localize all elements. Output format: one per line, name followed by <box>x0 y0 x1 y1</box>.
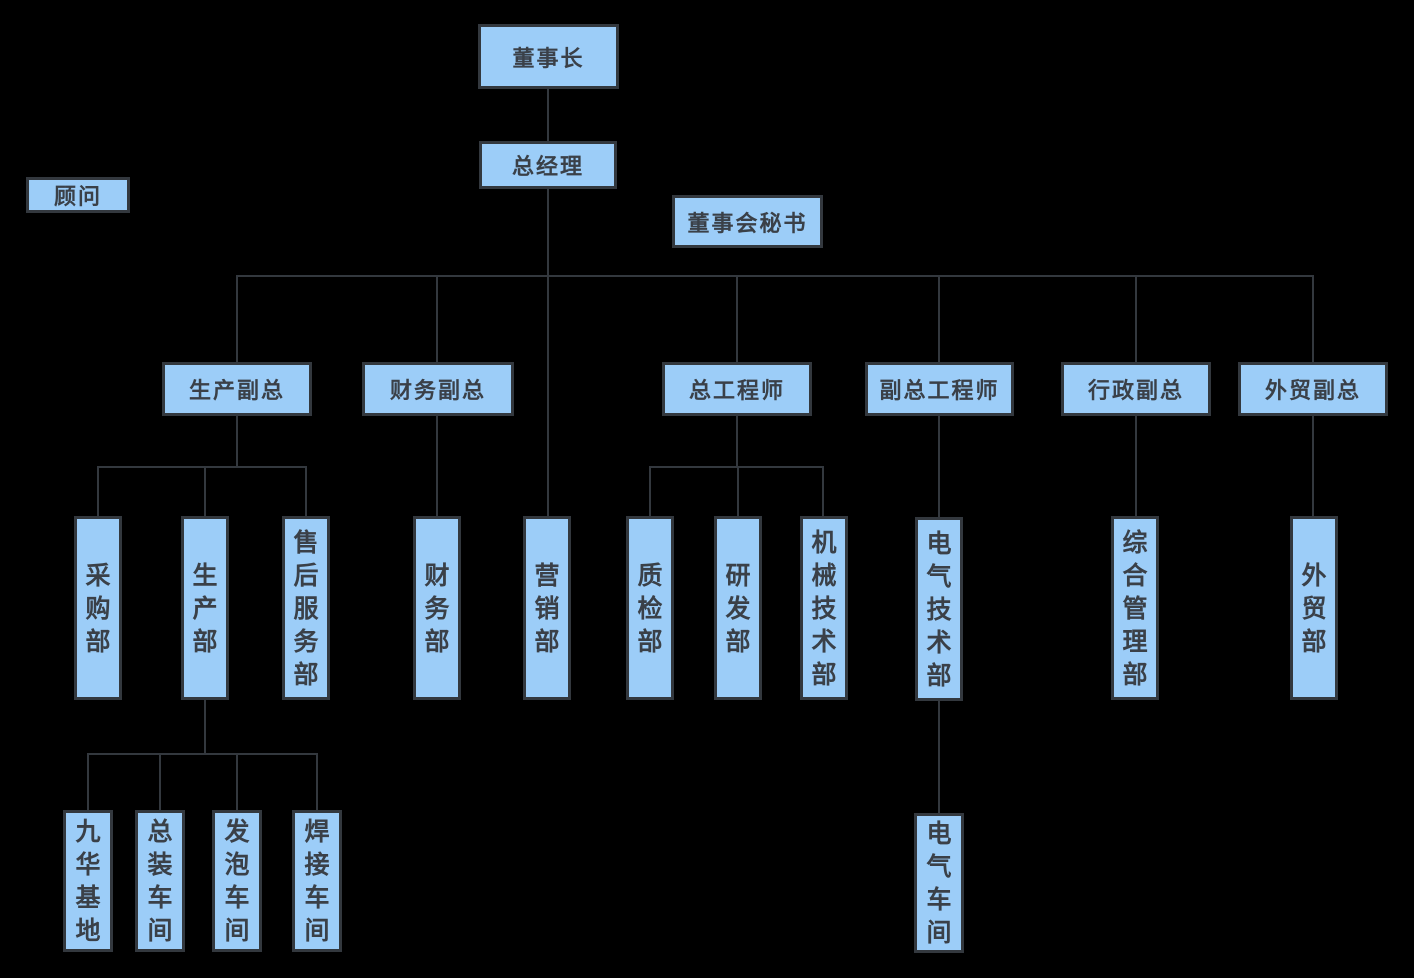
org-node-finance-vp[interactable]: 财务副总 <box>362 362 514 416</box>
org-node-rnd-dept[interactable]: 研发部 <box>714 516 762 700</box>
connector-line <box>236 753 238 810</box>
org-node-foreign-trade-dept-label: 外贸部 <box>1301 560 1327 656</box>
org-node-welding-workshop-label: 焊接车间 <box>304 817 330 945</box>
org-node-mechanical-tech-dept[interactable]: 机械技术部 <box>800 516 848 700</box>
connector-line <box>97 466 99 516</box>
org-node-advisor-label: 顾问 <box>53 185 102 210</box>
org-node-chairman[interactable]: 董事长 <box>478 24 619 89</box>
connector-line <box>97 466 307 468</box>
connector-line <box>938 275 940 362</box>
org-node-chief-engineer-label: 总工程师 <box>688 379 785 404</box>
connector-line <box>1135 416 1137 516</box>
org-node-purchasing-dept-label: 采购部 <box>85 560 111 656</box>
connector-line <box>736 275 738 362</box>
org-node-electrical-workshop-label: 电气车间 <box>926 819 952 947</box>
org-node-electrical-workshop[interactable]: 电气车间 <box>914 813 964 953</box>
org-node-foreign-trade-vp-label: 外贸副总 <box>1264 379 1361 404</box>
org-node-foreign-trade-dept[interactable]: 外贸部 <box>1290 516 1338 700</box>
org-node-quality-dept[interactable]: 质检部 <box>626 516 674 700</box>
org-node-deputy-chief-engineer[interactable]: 副总工程师 <box>865 362 1014 416</box>
connector-line <box>737 466 739 516</box>
org-node-mechanical-tech-dept-label: 机械技术部 <box>811 527 837 689</box>
org-node-chairman-label: 董事长 <box>512 46 585 72</box>
connector-line <box>1312 275 1314 362</box>
org-node-foaming-workshop-label: 发泡车间 <box>224 817 250 945</box>
org-node-general-mgmt-dept[interactable]: 综合管理部 <box>1111 516 1159 700</box>
connector-line <box>822 466 824 516</box>
connector-line <box>547 89 549 141</box>
org-node-foreign-trade-vp[interactable]: 外贸副总 <box>1238 362 1388 416</box>
org-node-assembly-workshop-label: 总装车间 <box>147 817 173 945</box>
connector-line <box>159 753 161 810</box>
org-node-rnd-dept-label: 研发部 <box>725 560 751 656</box>
org-node-after-sales-dept-label: 售后服务部 <box>293 527 319 689</box>
connector-line <box>316 753 318 810</box>
org-node-production-dept[interactable]: 生产部 <box>181 516 229 700</box>
connector-line <box>87 753 317 755</box>
org-node-production-vp-label: 生产副总 <box>188 379 285 404</box>
org-node-finance-dept-label: 财务部 <box>424 560 450 656</box>
org-node-board-secretary-label: 董事会秘书 <box>687 211 808 237</box>
org-node-foaming-workshop[interactable]: 发泡车间 <box>212 810 262 952</box>
connector-line <box>436 275 438 362</box>
org-node-jiuhua-base-label: 九华基地 <box>75 817 101 945</box>
org-node-general-manager[interactable]: 总经理 <box>479 141 617 189</box>
org-node-assembly-workshop[interactable]: 总装车间 <box>135 810 185 952</box>
org-node-production-vp[interactable]: 生产副总 <box>162 362 312 416</box>
org-node-welding-workshop[interactable]: 焊接车间 <box>292 810 342 952</box>
org-node-finance-vp-label: 财务副总 <box>389 379 486 404</box>
org-node-electrical-tech-dept-label: 电气技术部 <box>926 528 952 690</box>
org-node-finance-dept[interactable]: 财务部 <box>413 516 461 700</box>
org-node-general-mgmt-dept-label: 综合管理部 <box>1122 527 1148 689</box>
org-node-marketing-dept[interactable]: 营销部 <box>523 516 571 700</box>
connector-line <box>436 416 438 516</box>
connector-line <box>305 466 307 516</box>
connector-line <box>649 466 651 516</box>
connector-line <box>87 753 89 810</box>
connector-line <box>649 466 824 468</box>
org-node-chief-engineer[interactable]: 总工程师 <box>662 362 812 416</box>
org-node-quality-dept-label: 质检部 <box>637 560 663 656</box>
connector-line <box>236 416 238 468</box>
connector-line <box>736 416 738 468</box>
connector-line <box>204 699 206 755</box>
org-node-advisor[interactable]: 顾问 <box>26 177 130 213</box>
org-node-general-manager-label: 总经理 <box>511 155 584 180</box>
org-node-production-dept-label: 生产部 <box>192 560 218 656</box>
org-node-jiuhua-base[interactable]: 九华基地 <box>63 810 113 952</box>
org-node-deputy-chief-engineer-label: 副总工程师 <box>879 379 1000 404</box>
org-node-admin-vp[interactable]: 行政副总 <box>1061 362 1211 416</box>
org-node-after-sales-dept[interactable]: 售后服务部 <box>282 516 330 700</box>
connector-line <box>938 699 940 813</box>
org-node-admin-vp-label: 行政副总 <box>1087 379 1184 404</box>
org-node-electrical-tech-dept[interactable]: 电气技术部 <box>915 517 963 701</box>
connector-line <box>236 275 238 362</box>
connector-line <box>547 188 549 516</box>
connector-line <box>236 275 1314 277</box>
connector-line <box>204 466 206 516</box>
org-node-purchasing-dept[interactable]: 采购部 <box>74 516 122 700</box>
org-node-marketing-dept-label: 营销部 <box>534 560 560 656</box>
connector-line <box>938 416 940 518</box>
org-node-board-secretary[interactable]: 董事会秘书 <box>672 195 823 248</box>
connector-line <box>1135 275 1137 362</box>
connector-line <box>1312 416 1314 516</box>
